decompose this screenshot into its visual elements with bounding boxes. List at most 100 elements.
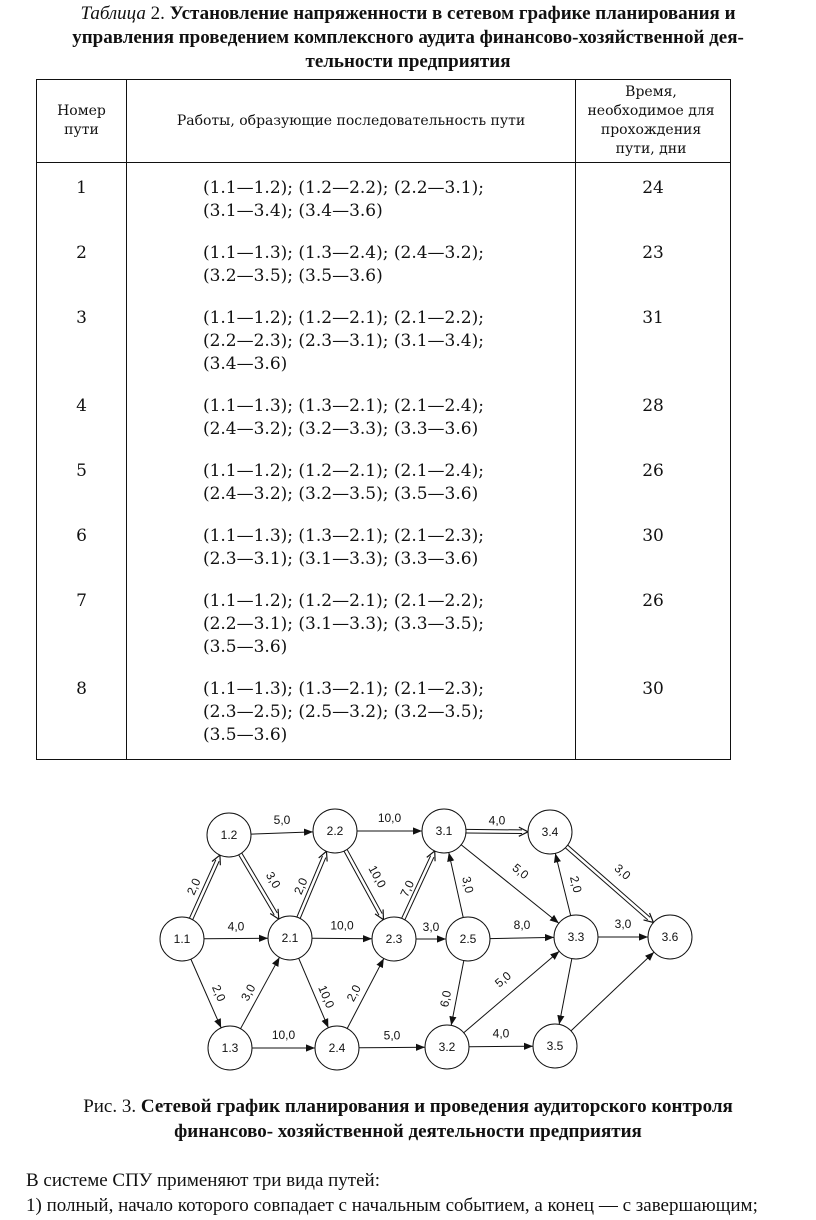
edge-2.1-2.3: 10,0 bbox=[311, 919, 373, 943]
table-row: 5(1.1—1.2); (1.2—2.1); (2.1—2.4);(2.4—3.… bbox=[36, 448, 731, 513]
edge-arrowhead bbox=[648, 918, 653, 923]
path-works-line: (3.1—3.4); (3.4—3.6) bbox=[202, 201, 383, 221]
edge-label: 10,0 bbox=[378, 811, 402, 825]
node-label: 1.1 bbox=[174, 932, 191, 946]
edge-label: 3,0 bbox=[263, 869, 284, 891]
path-works-line: (1.1—1.3); (1.3—2.1); (2.1—2.4); bbox=[202, 396, 484, 416]
caption-title-3: тельности предприятия bbox=[305, 51, 511, 72]
node-2.1: 2.1 bbox=[267, 915, 313, 961]
edge-label: 3,0 bbox=[612, 861, 634, 883]
edge-line bbox=[346, 958, 385, 1029]
edge-line bbox=[240, 957, 280, 1029]
node-circle bbox=[647, 914, 693, 960]
edge-2.3-3.1: 7,0 bbox=[397, 851, 435, 921]
path-works: (1.1—1.2); (1.2—2.2); (2.2—3.1);(3.1—3.4… bbox=[125, 162, 577, 230]
table-row: 8(1.1—1.3); (1.3—2.1); (2.1—2.3);(2.3—2.… bbox=[36, 666, 731, 760]
edge-2.2-2.3: 10,0 bbox=[343, 849, 389, 920]
node-circle bbox=[421, 808, 467, 854]
edge-3.2-3.3: 5,0 bbox=[463, 950, 560, 1034]
edge-line bbox=[358, 1043, 426, 1051]
edge-line bbox=[404, 856, 435, 921]
edge-line bbox=[570, 951, 655, 1032]
path-works: (1.1—1.3); (1.3—2.1); (2.1—2.3);(2.3—2.5… bbox=[125, 666, 577, 760]
edge-line bbox=[567, 844, 651, 918]
edge-1.1-1.2: 2,0 bbox=[184, 855, 220, 920]
path-works-line: (1.1—1.3); (1.3—2.4); (2.4—3.2); bbox=[202, 243, 484, 263]
table-caption: Таблица 2. Установление напряженности в … bbox=[0, 2, 816, 74]
node-label: 2.5 bbox=[460, 932, 477, 946]
edge-arrowhead bbox=[380, 914, 383, 920]
path-works: (1.1—1.3); (1.3—2.1); (2.1—2.4);(2.4—3.2… bbox=[125, 383, 577, 448]
node-2.2: 2.2 bbox=[312, 808, 358, 854]
node-circle bbox=[532, 1023, 578, 1069]
edge-label: 7,0 bbox=[397, 878, 417, 899]
path-works-line: (1.1—1.2); (1.2—2.1); (2.1—2.2); bbox=[202, 308, 484, 328]
edge-line bbox=[401, 855, 432, 919]
table-row: 6(1.1—1.3); (1.3—2.1); (2.1—2.3);(2.3—3.… bbox=[36, 513, 731, 578]
graph-nodes: 1.11.21.32.12.22.32.42.53.13.23.33.43.53… bbox=[159, 808, 693, 1071]
path-number: 2 bbox=[36, 230, 127, 295]
path-number: 7 bbox=[36, 578, 127, 666]
path-days: 26 bbox=[575, 578, 731, 666]
caption-prefix: Таблица bbox=[80, 3, 146, 24]
path-works-line: (1.1—1.2); (1.2—2.1); (2.1—2.4); bbox=[202, 461, 484, 481]
node-circle bbox=[527, 809, 573, 855]
caption-title-1: Установление напряженности в сетевом гра… bbox=[169, 3, 736, 24]
paths-table: Номер пути Работы, образующие последоват… bbox=[36, 79, 731, 760]
node-circle bbox=[267, 915, 313, 961]
path-days: 26 bbox=[575, 448, 731, 513]
path-days: 28 bbox=[575, 383, 731, 448]
edge-line bbox=[298, 958, 329, 1028]
path-works: (1.1—1.3); (1.3—2.1); (2.1—2.3);(2.3—3.1… bbox=[125, 513, 577, 578]
edge-label: 3,0 bbox=[238, 982, 258, 1004]
node-circle bbox=[312, 808, 358, 854]
node-2.4: 2.4 bbox=[314, 1025, 360, 1071]
path-days: 24 bbox=[575, 162, 731, 230]
edge-label: 5,0 bbox=[510, 861, 532, 883]
graph-edges: 2,04,02,05,03,03,010,02,010,010,010,010,… bbox=[184, 811, 655, 1052]
edge-arrowhead bbox=[432, 851, 435, 857]
edge-label: 5,0 bbox=[274, 813, 291, 827]
header-path-works: Работы, образующие последовательность пу… bbox=[125, 79, 577, 163]
edge-label: 2,0 bbox=[567, 875, 585, 895]
path-works-line: (1.1—1.3); (1.3—2.1); (2.1—2.3); bbox=[202, 526, 484, 546]
path-works: (1.1—1.2); (1.2—2.1); (2.1—2.2); (2.2—2.3… bbox=[125, 295, 577, 383]
path-works-line: (3.5—3.6) bbox=[202, 725, 288, 745]
edge-label: 3,0 bbox=[459, 875, 476, 895]
figure-caption-prefix: Рис. 3. bbox=[83, 1096, 137, 1117]
edge-3.3-3.6: 3,0 bbox=[598, 917, 648, 941]
edge-line bbox=[296, 855, 323, 918]
edge-line bbox=[468, 1042, 534, 1050]
node-2.5: 2.5 bbox=[445, 916, 491, 962]
edge-label: 2,0 bbox=[184, 876, 204, 897]
path-days: 30 bbox=[575, 666, 731, 760]
node-3.1: 3.1 bbox=[421, 808, 467, 854]
path-number: 5 bbox=[36, 448, 127, 513]
node-2.3: 2.3 bbox=[371, 916, 417, 962]
path-days: 23 bbox=[575, 230, 731, 295]
path-number: 8 bbox=[36, 666, 127, 760]
edge-label: 3,0 bbox=[615, 917, 632, 931]
node-label: 3.5 bbox=[547, 1039, 564, 1053]
node-label: 3.2 bbox=[439, 1040, 456, 1054]
header-path-time: Время, необходимое для прохождения пути,… bbox=[575, 79, 731, 163]
table-header-row: Номер пути Работы, образующие последоват… bbox=[36, 79, 731, 163]
edge-2.4-2.3: 2,0 bbox=[344, 958, 385, 1029]
edge-label: 2,0 bbox=[291, 875, 310, 896]
edge-line bbox=[192, 861, 220, 920]
edge-line bbox=[463, 950, 560, 1034]
path-works-line: (2.2—2.3); (2.3—3.1); (3.1—3.4); bbox=[202, 331, 484, 351]
caption-title-2: управления проведением комплексного ауди… bbox=[72, 27, 744, 48]
table-row: 4(1.1—1.3); (1.3—2.1); (2.1—2.4);(2.4—3.… bbox=[36, 383, 731, 448]
body-paragraph-1: В системе СПУ применяют три вида путей: bbox=[26, 1170, 380, 1191]
edge-label: 5,0 bbox=[492, 968, 514, 990]
edge-1.3-2.1: 3,0 bbox=[238, 957, 280, 1029]
edge-label: 10,0 bbox=[365, 863, 389, 890]
edge-label: 8,0 bbox=[514, 918, 531, 932]
path-works-line: (3.4—3.6) bbox=[202, 354, 288, 374]
caption-line-2: управления проведением комплексного ауди… bbox=[0, 26, 816, 50]
node-label: 3.3 bbox=[568, 930, 585, 944]
edge-3.3-3.5 bbox=[557, 958, 573, 1025]
table-row: 2(1.1—1.3); (1.3—2.4); (2.4—3.2);(3.2—3.… bbox=[36, 230, 731, 295]
edge-line bbox=[241, 852, 278, 914]
